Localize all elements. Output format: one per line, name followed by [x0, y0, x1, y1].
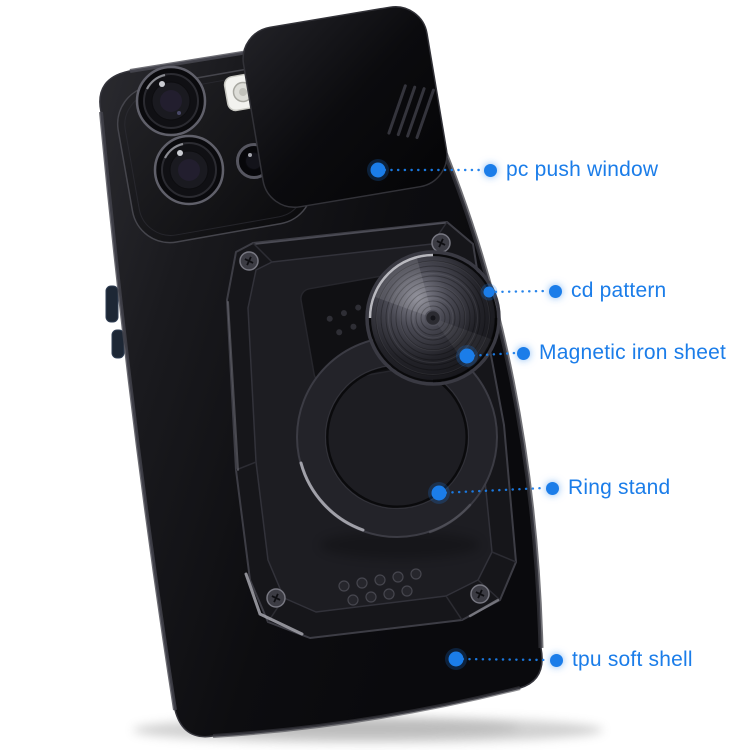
side-buttons — [105, 285, 125, 359]
annotation-label: cd pattern — [571, 279, 667, 302]
main-camera-lens-bottom — [153, 134, 225, 206]
bullet-dot-icon — [546, 481, 559, 495]
bullet-dot-icon — [549, 284, 562, 298]
cd-grooves — [375, 260, 491, 376]
callout-lines — [367, 159, 550, 670]
honeycomb-texture — [338, 568, 422, 606]
annotation-cd-pattern: cd pattern — [549, 278, 666, 304]
target-dot-pc-push-window — [370, 162, 386, 178]
main-camera-lens-top — [135, 65, 207, 137]
annotation-tpu-soft-shell: tpu soft shell — [550, 647, 693, 673]
leader-line-magnetic-iron-sheet — [465, 351, 517, 358]
target-dot-tpu-soft-shell — [448, 651, 464, 667]
annotation-label: pc push window — [506, 158, 659, 181]
annotation-label: Magnetic iron sheet — [539, 341, 727, 364]
slide-camera-cover — [242, 5, 448, 209]
target-dot-cd-pattern — [483, 286, 495, 298]
annotation-pc-push-window: pc push window — [484, 157, 658, 183]
screw-icon — [266, 588, 286, 608]
leader-line-cd-pattern — [487, 289, 549, 294]
plate-metal-trim — [227, 222, 500, 636]
leader-line-ring-stand — [437, 486, 546, 495]
cd-pattern-disc — [365, 250, 501, 386]
grip-ridges — [387, 84, 435, 140]
leader-line-tpu-soft-shell — [454, 657, 550, 662]
annotation-magnetic-iron-sheet: Magnetic iron sheet — [517, 340, 726, 366]
annotation-ring-stand: Ring stand — [546, 475, 670, 501]
corner-screws — [239, 233, 490, 608]
annotation-label: Ring stand — [568, 476, 671, 499]
target-dot-magnetic-iron-sheet — [459, 348, 475, 364]
screw-icon — [470, 584, 490, 604]
target-dot-ring-stand — [431, 485, 447, 501]
annotation-label: tpu soft shell — [572, 648, 693, 671]
bullet-dot-icon — [550, 653, 563, 667]
bullet-dot-icon — [484, 163, 497, 177]
screw-icon — [239, 251, 259, 271]
screw-icon — [431, 233, 451, 253]
bullet-dot-icon — [517, 346, 530, 360]
